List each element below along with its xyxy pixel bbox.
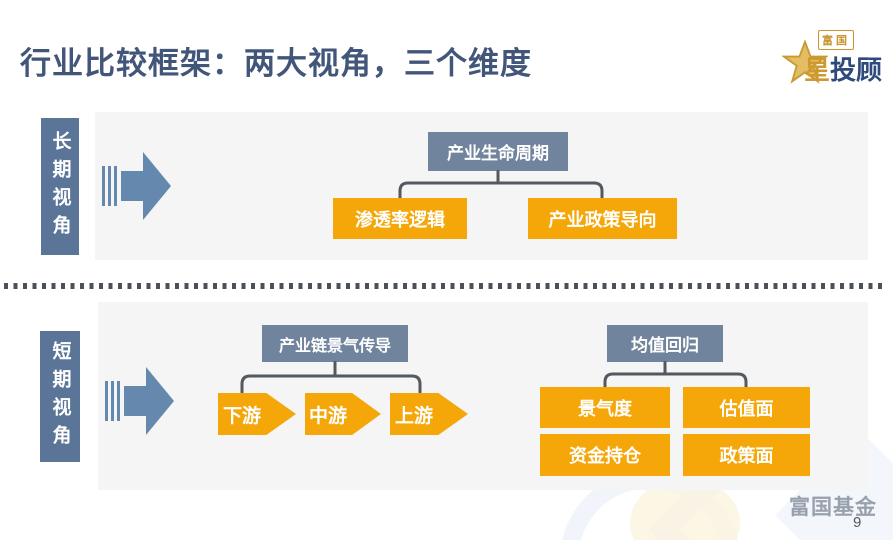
arrow-bar — [114, 166, 117, 206]
page-number: 9 — [853, 514, 862, 531]
brand-name: 星投顾 — [804, 50, 882, 87]
brand-rest-word: 投顾 — [830, 55, 883, 85]
short-term-label: 短期视角 — [40, 331, 80, 462]
arrow-bar — [102, 166, 105, 206]
bracket-connector-long — [398, 170, 604, 200]
brand-small-label: 富国 — [818, 30, 854, 50]
node-chain-transmission: 产业链景气传导 — [262, 325, 408, 362]
arrow-bar — [117, 381, 120, 421]
bracket-connector-meanrev — [603, 361, 748, 389]
star-icon — [782, 40, 828, 84]
node-industrial-policy: 产业政策导向 — [528, 198, 677, 239]
node-boom-degree: 景气度 — [540, 387, 670, 428]
footer-brand-watermark: 富国基金 — [789, 496, 877, 519]
dotted-divider — [4, 283, 886, 289]
long-term-label: 长期视角 — [41, 118, 79, 255]
arrow-head — [124, 367, 174, 435]
arrow-head — [121, 152, 171, 220]
node-penetration-logic: 渗透率逻辑 — [333, 198, 467, 239]
arrow-bar — [111, 381, 114, 421]
brand-star-word: 星 — [804, 55, 831, 85]
brand-logo: 富国 星投顾 — [782, 28, 887, 90]
page-title: 行业比较框架：两大视角，三个维度 — [20, 46, 532, 81]
bracket-connector-chain — [240, 361, 422, 394]
node-fund-position: 资金持仓 — [540, 434, 670, 476]
node-valuation: 估值面 — [683, 387, 810, 428]
arrow-bar — [105, 381, 108, 421]
arrow-bar — [108, 166, 111, 206]
fast-forward-arrow-icon — [102, 152, 171, 220]
fast-forward-arrow-icon — [105, 367, 174, 435]
node-industry-lifecycle: 产业生命周期 — [428, 132, 568, 171]
node-policy-side: 政策面 — [683, 434, 810, 476]
node-mean-reversion: 均值回归 — [607, 325, 723, 362]
